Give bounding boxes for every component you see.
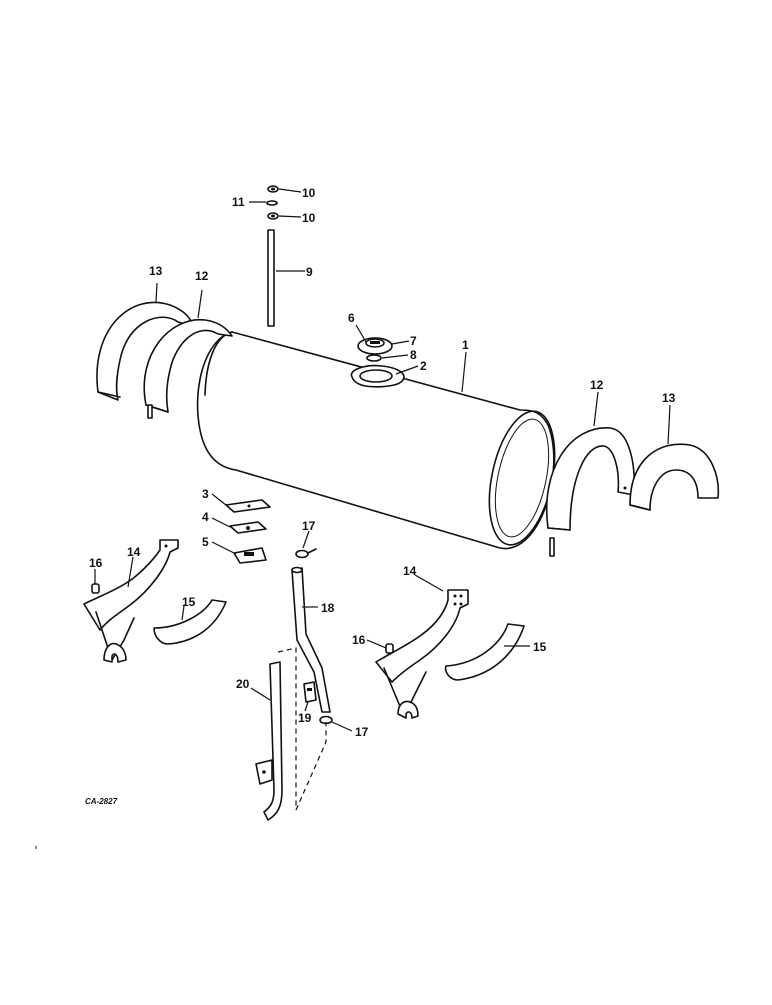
- clamp-17-upper: [295, 548, 317, 559]
- callout-16-right: 16: [352, 633, 366, 647]
- plates-3-4-5: [225, 499, 271, 564]
- callout-10-upper: 10: [302, 186, 316, 200]
- strap-12-left: [143, 319, 233, 419]
- callout-7: 7: [410, 334, 417, 348]
- callout-5: 5: [202, 535, 209, 549]
- gasket: [366, 354, 382, 362]
- fuel-tank: [196, 331, 556, 550]
- callout-18: 18: [321, 601, 335, 615]
- strap-12-right: [546, 427, 636, 557]
- callout-12-right: 12: [590, 378, 604, 392]
- callout-2: 2: [420, 359, 427, 373]
- callout-11: 11: [232, 195, 245, 209]
- nut-16-right: [385, 643, 394, 654]
- callout-14-right: 14: [403, 564, 417, 578]
- filler-neck: [350, 364, 405, 388]
- callout-14-left: 14: [127, 545, 141, 559]
- callout-6: 6: [348, 311, 355, 325]
- assembly-outline: [277, 647, 327, 811]
- bracket-14-right: [375, 589, 469, 719]
- sleeve-15-right: [444, 623, 525, 681]
- callout-16-left: 16: [89, 556, 103, 570]
- callout-15-right: 15: [533, 640, 547, 654]
- sleeve-15-left: [153, 599, 227, 645]
- callout-10-lower: 10: [302, 211, 316, 225]
- callout-3: 3: [202, 487, 209, 501]
- callout-4: 4: [202, 510, 209, 524]
- callout-1: 1: [462, 338, 469, 352]
- strap-13-right: [629, 443, 720, 511]
- callout-19: 19: [298, 711, 312, 725]
- filler-cap: [357, 337, 393, 355]
- tube-18: [291, 566, 331, 713]
- tube-20: [255, 661, 283, 821]
- callout-17-upper: 17: [302, 519, 316, 533]
- rod: [267, 229, 275, 327]
- callout-13-left: 13: [149, 264, 163, 278]
- callout-15-left: 15: [182, 595, 196, 609]
- bracket-14-left: [83, 539, 179, 663]
- clip-19: [303, 681, 317, 703]
- callout-8: 8: [410, 348, 417, 362]
- callout-9: 9: [306, 265, 313, 279]
- hardware-10-11: [266, 185, 279, 220]
- nut-16-left: [91, 583, 100, 594]
- callout-17-lower: 17: [355, 725, 369, 739]
- callout-13-right: 13: [662, 391, 676, 405]
- drawing-code: CA-2827: [85, 797, 118, 806]
- callout-12-left: 12: [195, 269, 209, 283]
- callout-20: 20: [236, 677, 250, 691]
- leader-lines: [94, 188, 671, 732]
- callouts: 1 2 3 4 5 6 7 8 9 10 10 11 12 12 13 13 1…: [89, 186, 676, 739]
